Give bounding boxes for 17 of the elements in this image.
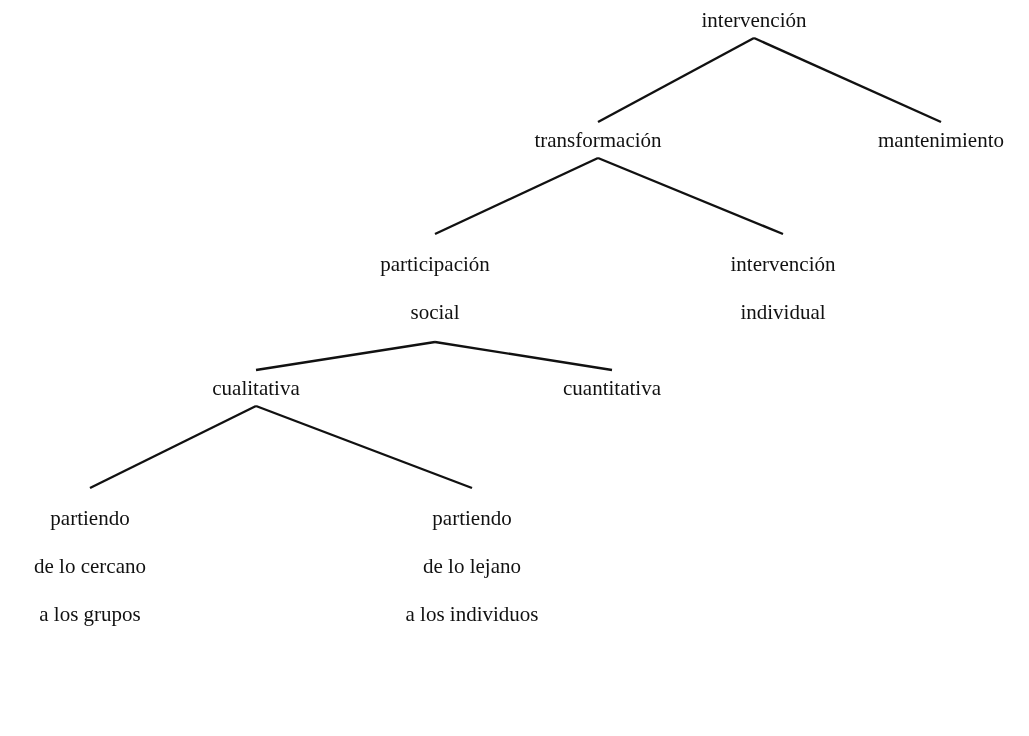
tree-label: partiendo de lo lejano a los individuos	[401, 488, 543, 644]
tree-branch-line	[434, 340, 613, 372]
tree-branch-line	[255, 404, 473, 490]
tree-branch-line	[255, 340, 436, 372]
tree-label: participación social	[376, 234, 494, 342]
tree-label: cualitativa	[208, 370, 304, 406]
tree-branch-line	[597, 156, 784, 236]
tree-label: intervención	[697, 2, 811, 38]
tree-label: cuantitativa	[559, 370, 665, 406]
tree-label: partiendo de lo cercano a los grupos	[30, 488, 150, 644]
tree-label: intervención individual	[726, 234, 840, 342]
tree-label: mantenimiento	[874, 122, 1008, 158]
tree-branch-line	[597, 36, 755, 124]
tree-branch-line	[753, 36, 942, 124]
tree-branch-line	[89, 404, 257, 490]
tree-label: transformación	[530, 122, 666, 158]
tree-branch-line	[434, 156, 599, 236]
